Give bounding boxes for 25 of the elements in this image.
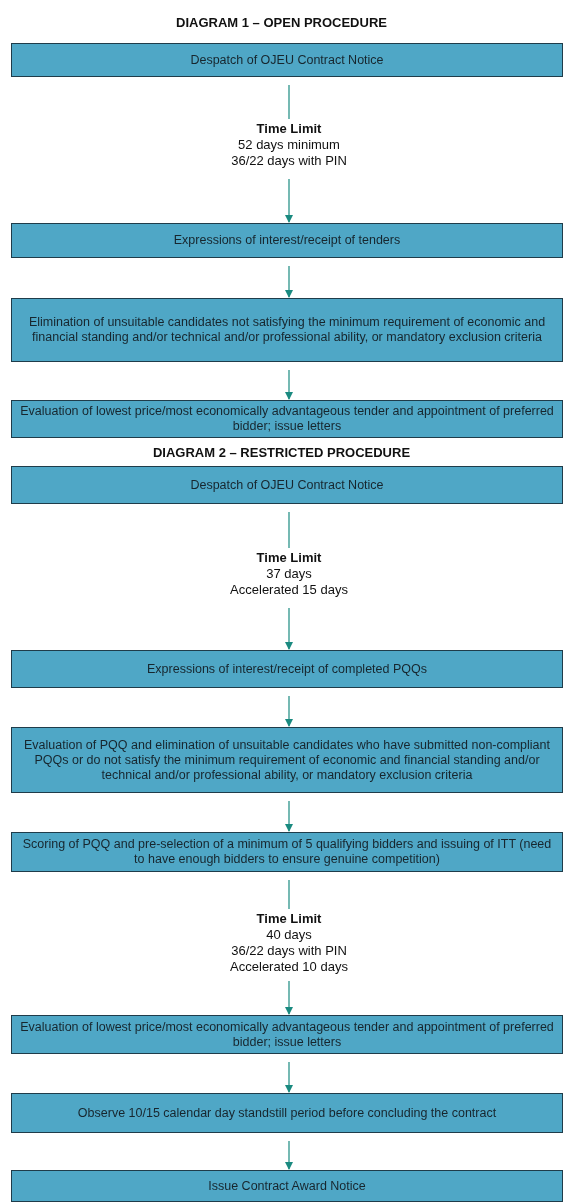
diagram-heading: DIAGRAM 2 – RESTRICTED PROCEDURE [152,445,411,460]
process-box: Scoring of PQQ and pre-selection of a minimum of 5 qualifying bidders and issuing of ITT (need to have enough bidders to ensure genuine competition) [11,832,563,872]
arrow [285,265,293,298]
process-box: Despatch of OJEU Contract Notice [11,43,563,77]
process-box: Evaluation of lowest price/most economically advantageous tender and appointment of preferred bidder; issue letters [11,1015,563,1054]
arrow [285,1061,293,1093]
process-box: Expressions of interest/receipt of tenders [11,223,563,258]
process-box: Despatch of OJEU Contract Notice [11,466,563,504]
time-limit-note: Time Limit 52 days minimum 36/22 days with PIN [189,121,389,169]
arrow [285,695,293,727]
process-box: Evaluation of lowest price/most economically advantageous tender and appointment of preferred bidder; issue letters [11,400,563,438]
process-box: Expressions of interest/receipt of completed PQQs [11,650,563,688]
arrow [285,800,293,832]
arrow [285,607,293,650]
process-box: Issue Contract Award Notice [11,1170,563,1202]
time-limit-note: Time Limit 37 days Accelerated 15 days [189,550,389,598]
diagram-heading: DIAGRAM 1 – OPEN PROCEDURE [176,15,387,30]
arrow [285,980,293,1015]
arrow [285,369,293,400]
process-box: Elimination of unsuitable candidates not satisfying the minimum requirement of economic and financial standing and/or technical and/or professional ability, or mandatory exclusion criteria [11,298,563,362]
time-limit-note: Time Limit 40 days 36/22 days with PIN Accelerated 10 days [189,911,389,975]
process-box: Evaluation of PQQ and elimination of unsuitable candidates who have submitted non-compliant PQQs or do not satisfy the minimum requirement of economic and financial standing and/or technical and/or professional ability, or mandatory exclusion criteria [11,727,563,793]
process-box: Observe 10/15 calendar day standstill period before concluding the contract [11,1093,563,1133]
arrow [285,178,293,223]
arrow [285,1140,293,1170]
